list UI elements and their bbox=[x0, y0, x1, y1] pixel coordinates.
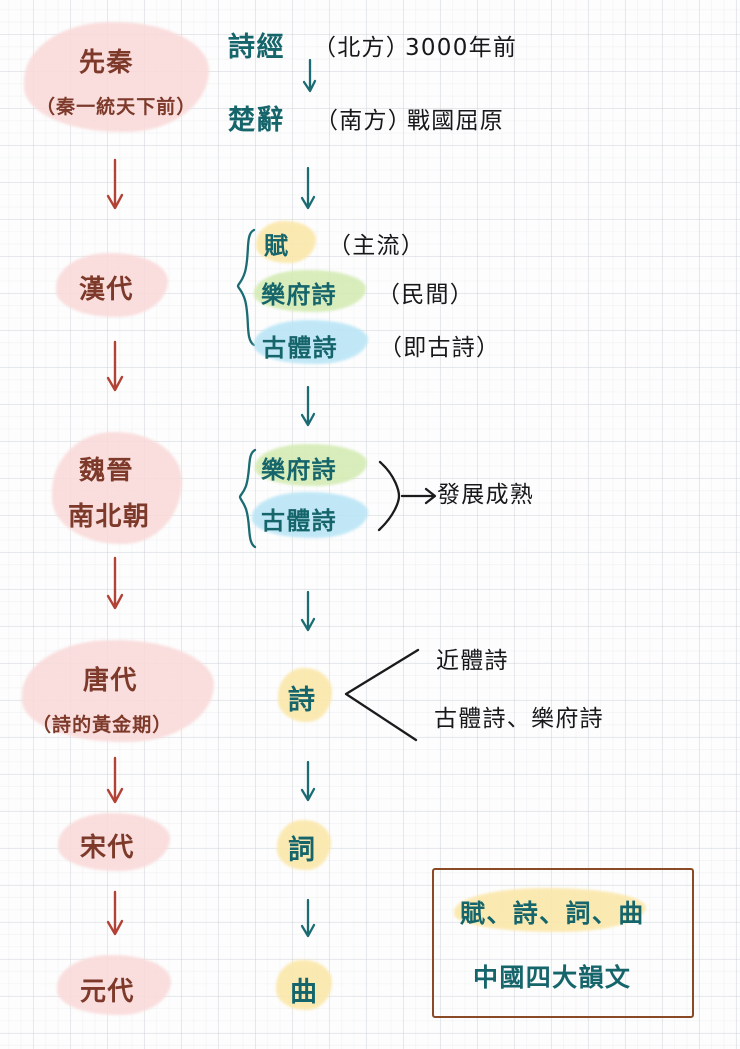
arrow-chuci-to-han-genres bbox=[300, 166, 316, 210]
note-chuci-region: （南方） bbox=[315, 108, 413, 134]
genre-highlight-qu-yuan bbox=[276, 960, 332, 1010]
genre-yuefu-weijin: 樂府詩 bbox=[261, 456, 337, 484]
branch-lines-tang bbox=[344, 648, 420, 742]
arrow-han-genres-to-weijin bbox=[300, 385, 316, 427]
era-label-tang: 唐代 bbox=[83, 666, 138, 696]
branch-label-gutishi-yuefushi: 古體詩、樂府詩 bbox=[434, 706, 604, 732]
era-highlight-pre-qin bbox=[24, 22, 209, 132]
paren-arrow-weijin-result bbox=[377, 460, 437, 532]
genre-highlight-fu-han bbox=[256, 221, 316, 263]
genre-chuci: 楚辭 bbox=[228, 105, 285, 136]
note-shijing-date: 3000年前 bbox=[405, 35, 518, 61]
genre-ci-song: 詞 bbox=[288, 835, 317, 866]
genre-highlight-gutishi-han bbox=[254, 320, 368, 364]
brace-weijin-genres bbox=[238, 448, 257, 549]
genre-qu-yuan: 曲 bbox=[290, 977, 319, 1008]
arrow-era-han-to-weijin bbox=[106, 340, 124, 392]
era-label-song: 宋代 bbox=[80, 833, 135, 863]
era-highlight-weijin bbox=[52, 432, 182, 544]
genre-fu-han: 賦 bbox=[264, 232, 290, 260]
note-fu-han: （主流） bbox=[328, 233, 426, 259]
genre-shi-tang: 詩 bbox=[288, 685, 317, 716]
era-sublabel-tang: （詩的黃金期） bbox=[32, 714, 173, 736]
genre-highlight-yuefu-weijin bbox=[255, 444, 367, 486]
genre-gutishi-weijin: 古體詩 bbox=[261, 507, 337, 535]
era-highlight-tang bbox=[22, 640, 214, 742]
era-label-yuan: 元代 bbox=[80, 977, 135, 1007]
era-highlight-han bbox=[56, 253, 168, 317]
genre-highlight-gutishi-weijin bbox=[252, 492, 368, 538]
genre-highlight-shi-tang bbox=[278, 668, 332, 722]
era-highlight-song bbox=[58, 813, 170, 871]
label-weijin-result: 發展成熟 bbox=[437, 482, 535, 508]
note-shijing-region: （北方） bbox=[313, 35, 411, 61]
genre-shijing: 詩經 bbox=[228, 32, 285, 63]
era-label-weijin: 魏晉 bbox=[79, 456, 134, 486]
era-sublabel-weijin: 南北朝 bbox=[68, 502, 151, 532]
brace-han-genres bbox=[236, 228, 256, 347]
summary-line2: 中國四大韻文 bbox=[473, 963, 632, 992]
summary-box: 賦、詩、詞、曲 中國四大韻文 bbox=[432, 868, 694, 1018]
era-label-pre-qin: 先秦 bbox=[79, 48, 134, 78]
summary-highlight-line1 bbox=[454, 888, 646, 932]
genre-highlight-yuefu-han bbox=[254, 270, 366, 312]
summary-line1: 賦、詩、詞、曲 bbox=[460, 899, 645, 928]
arrow-weijin-genres-to-tang bbox=[300, 590, 316, 632]
era-highlight-yuan bbox=[57, 955, 171, 1015]
era-label-han: 漢代 bbox=[79, 275, 134, 305]
arrow-song-ci-to-yuan-qu bbox=[300, 898, 316, 938]
genre-highlight-ci-song bbox=[277, 820, 331, 870]
note-yuefu-han: （民間） bbox=[377, 282, 475, 308]
arrow-tang-shi-to-song-ci bbox=[300, 760, 316, 802]
era-sublabel-pre-qin: （秦一統天下前） bbox=[36, 96, 197, 118]
arrow-era-song-to-yuan bbox=[106, 890, 124, 936]
genre-yuefu-han: 樂府詩 bbox=[261, 281, 337, 309]
note-chuci-author: 戰國屈原 bbox=[407, 108, 505, 134]
arrow-shijing-to-chuci bbox=[302, 58, 317, 93]
arrow-era-weijin-to-tang bbox=[106, 556, 124, 610]
arrow-era-pre-qin-to-han bbox=[106, 158, 124, 210]
note-gutishi-han: （即古詩） bbox=[379, 335, 501, 361]
genre-gutishi-han: 古體詩 bbox=[262, 334, 338, 362]
arrow-era-tang-to-song bbox=[106, 756, 124, 804]
branch-label-jintishi: 近體詩 bbox=[436, 648, 509, 674]
